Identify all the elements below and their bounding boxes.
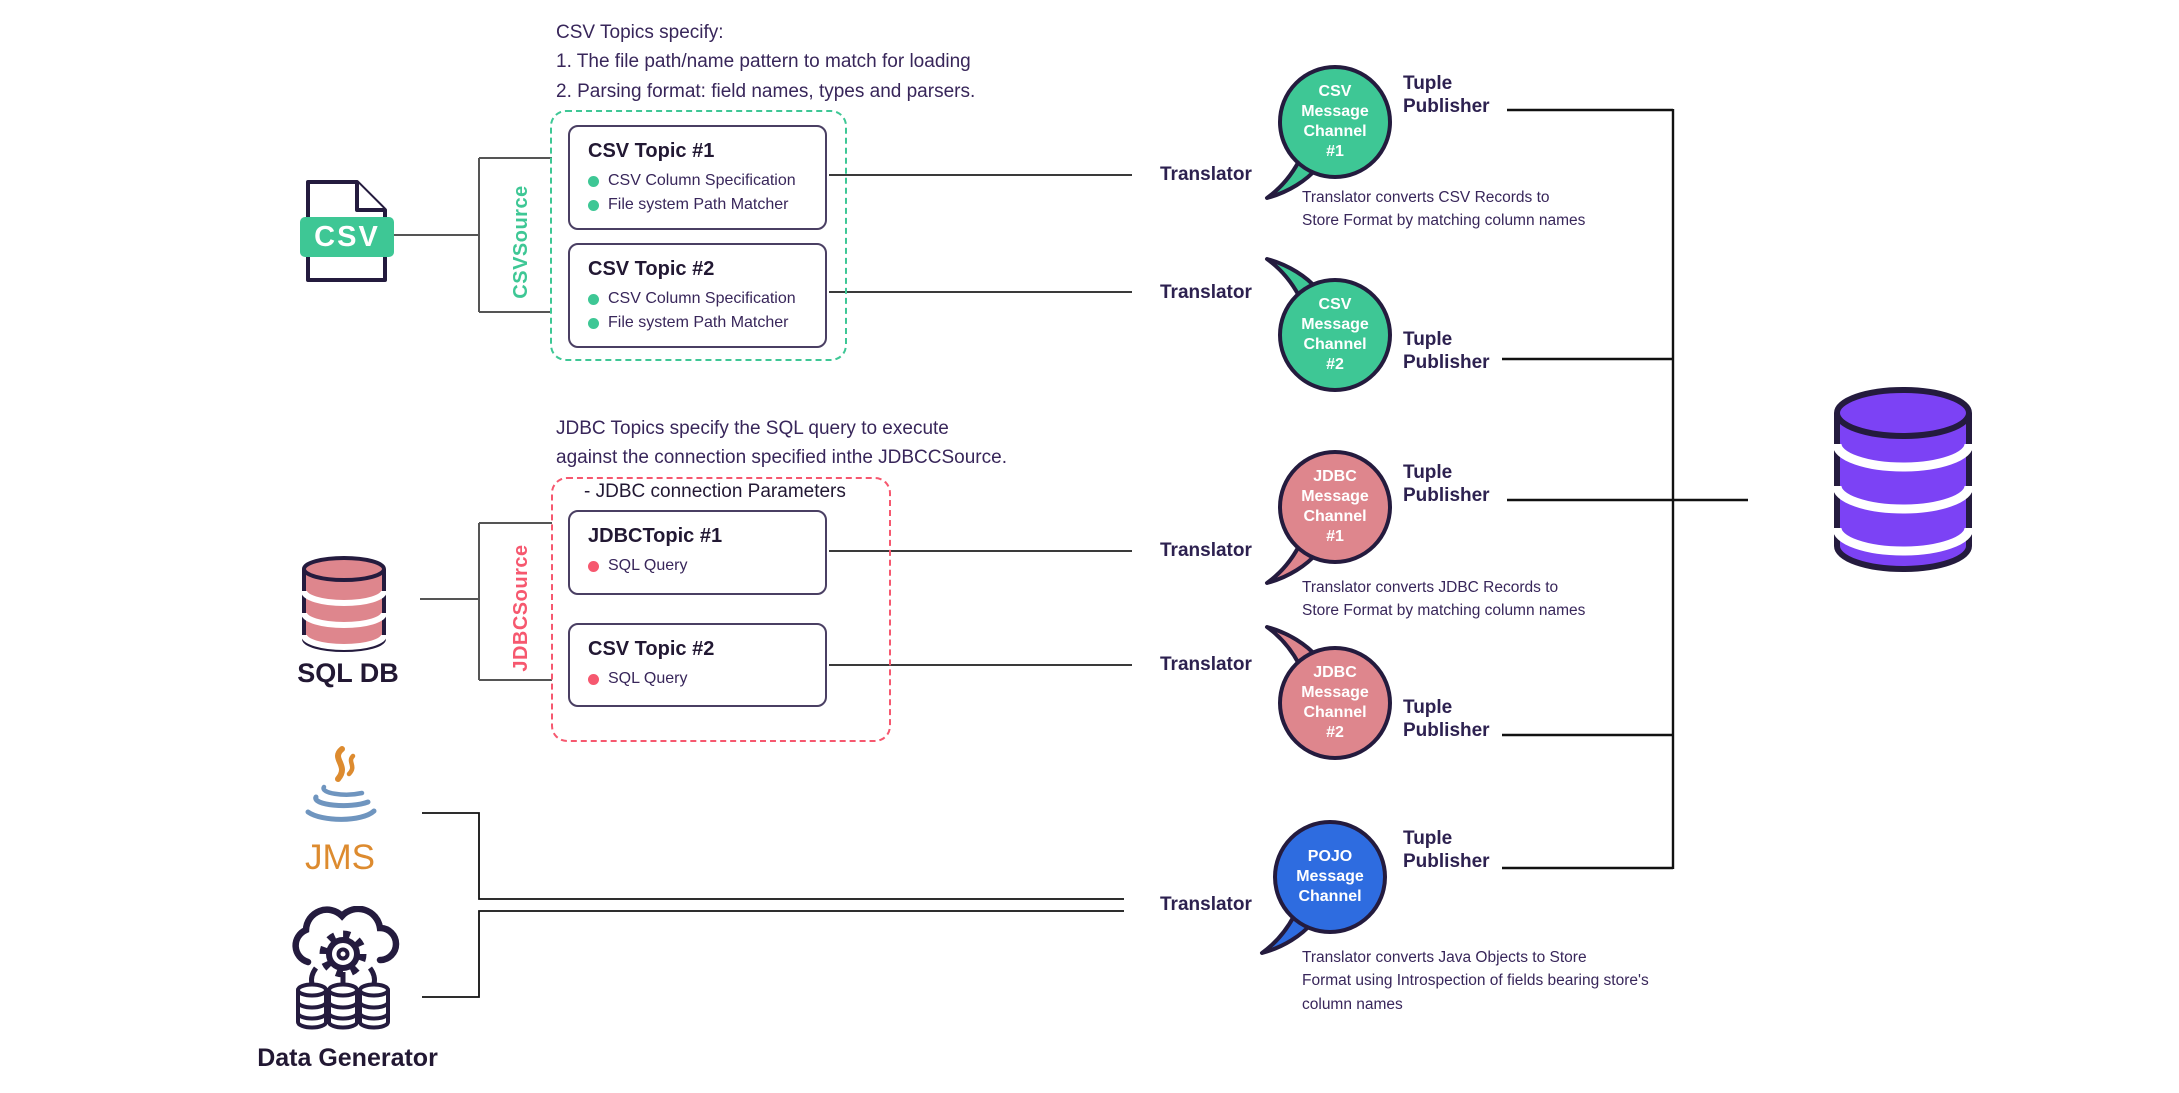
green-bullet-dot [588, 175, 599, 187]
channel-name: JDBC Message Channel #1 [1301, 468, 1369, 545]
csv-source-label: CSVSource [510, 185, 532, 299]
translator-label-csv-2: Translator [1160, 282, 1252, 303]
sql-db-label: SQL DB [297, 658, 399, 688]
bullet-label: File system Path Matcher [608, 196, 789, 213]
java-logo-icon [305, 746, 377, 822]
topic-title: CSV Topic #1 [588, 140, 715, 162]
topic-title: CSV Topic #2 [588, 258, 715, 280]
jdbc-topic-1-box: JDBCTopic #1 SQL Query [568, 510, 827, 595]
database-cylinder-icon [1832, 387, 1974, 572]
tuple-publisher-label-jdbc-1: Tuple Publisher [1403, 462, 1490, 507]
translator-label-jdbc-1: Translator [1160, 540, 1252, 561]
csv-topic-2-box: CSV Topic #2 CSV Column Specification Fi… [568, 243, 827, 348]
csv-file-icon: CSV [300, 180, 394, 282]
topic-bullet: CSV Column Specification [588, 290, 807, 308]
csv-translator-caption: Translator converts CSV Records to Store… [1302, 189, 1586, 230]
topic-bullet: CSV Column Specification [588, 172, 807, 190]
data-generator-icon [286, 905, 401, 1041]
bullet-label: SQL Query [608, 670, 688, 687]
translator-label-jdbc-2: Translator [1160, 654, 1252, 675]
topic-title: CSV Topic #2 [588, 638, 715, 660]
topic-bullet: File system Path Matcher [588, 196, 807, 214]
sql-db-icon [300, 556, 388, 652]
database-cylinder-icon [301, 556, 387, 652]
red-bullet-dot [588, 560, 599, 572]
red-bullet-dot [588, 673, 599, 685]
csv-topic-1-box: CSV Topic #1 CSV Column Specification Fi… [568, 125, 827, 230]
jdbc-source-group [551, 477, 891, 742]
bullet-label: CSV Column Specification [608, 172, 796, 189]
speech-bubble-icon [1260, 820, 1387, 955]
jdbc-topics-note: JDBC Topics specify the SQL query to exe… [556, 418, 1007, 469]
pojo-translator-caption: Translator converts Java Objects to Stor… [1302, 949, 1649, 1013]
topic-title: JDBCTopic #1 [588, 525, 723, 547]
bullet-label: SQL Query [608, 557, 688, 574]
channel-name: CSV Message Channel #1 [1301, 83, 1369, 160]
csv-source-group [550, 110, 847, 361]
jdbc-message-channel-2-bubble: JDBC Message Channel #2 [1255, 619, 1405, 769]
tuple-publisher-label-csv-1: Tuple Publisher [1403, 73, 1490, 118]
jdbc-connection-note: - JDBC connection Parameters [584, 481, 846, 502]
translator-label-pojo: Translator [1160, 894, 1252, 915]
tuple-publisher-label-pojo: Tuple Publisher [1403, 828, 1490, 873]
jms-java-icon [300, 746, 380, 834]
csv-message-channel-2-bubble: CSV Message Channel #2 [1255, 251, 1405, 401]
channel-name: CSV Message Channel #2 [1301, 296, 1369, 373]
tuple-publisher-label-csv-2: Tuple Publisher [1403, 329, 1490, 374]
topic-bullet: File system Path Matcher [588, 314, 807, 332]
speech-bubble-icon [1265, 257, 1392, 392]
csv-file-label: CSV [300, 217, 394, 257]
topic-bullet: SQL Query [588, 557, 807, 575]
topic-bullet: SQL Query [588, 670, 807, 688]
csv-topics-note: CSV Topics specify: 1. The file path/nam… [556, 22, 976, 102]
jdbc-message-channel-1-bubble: JDBC Message Channel #1 [1255, 441, 1405, 591]
speech-bubble-icon [1265, 450, 1392, 585]
speech-bubble-icon [1265, 625, 1392, 760]
jdbc-source-label: JDBCSource [510, 544, 532, 672]
green-bullet-dot [588, 317, 599, 329]
jdbc-csv-topic-2-box: CSV Topic #2 SQL Query [568, 623, 827, 707]
tuple-publisher-label-jdbc-2: Tuple Publisher [1403, 697, 1490, 742]
green-bullet-dot [588, 293, 599, 305]
green-bullet-dot [588, 199, 599, 211]
channel-name: JDBC Message Channel #2 [1301, 664, 1369, 741]
pojo-message-channel-bubble: POJO Message Channel [1250, 811, 1400, 961]
cloud-gear-databases-icon [292, 905, 400, 1030]
jms-label: JMS [305, 838, 375, 877]
bullet-label: File system Path Matcher [608, 314, 789, 331]
jdbc-translator-caption: Translator converts JDBC Records to Stor… [1302, 579, 1586, 620]
translator-label-csv-1: Translator [1160, 164, 1252, 185]
store-database-icon [1828, 386, 1978, 572]
bullet-label: CSV Column Specification [608, 290, 796, 307]
csv-message-channel-1-bubble: CSV Message Channel #1 [1255, 56, 1405, 206]
data-generator-label: Data Generator [257, 1044, 438, 1072]
speech-bubble-icon [1265, 65, 1392, 200]
channel-name: POJO Message Channel [1296, 848, 1364, 905]
